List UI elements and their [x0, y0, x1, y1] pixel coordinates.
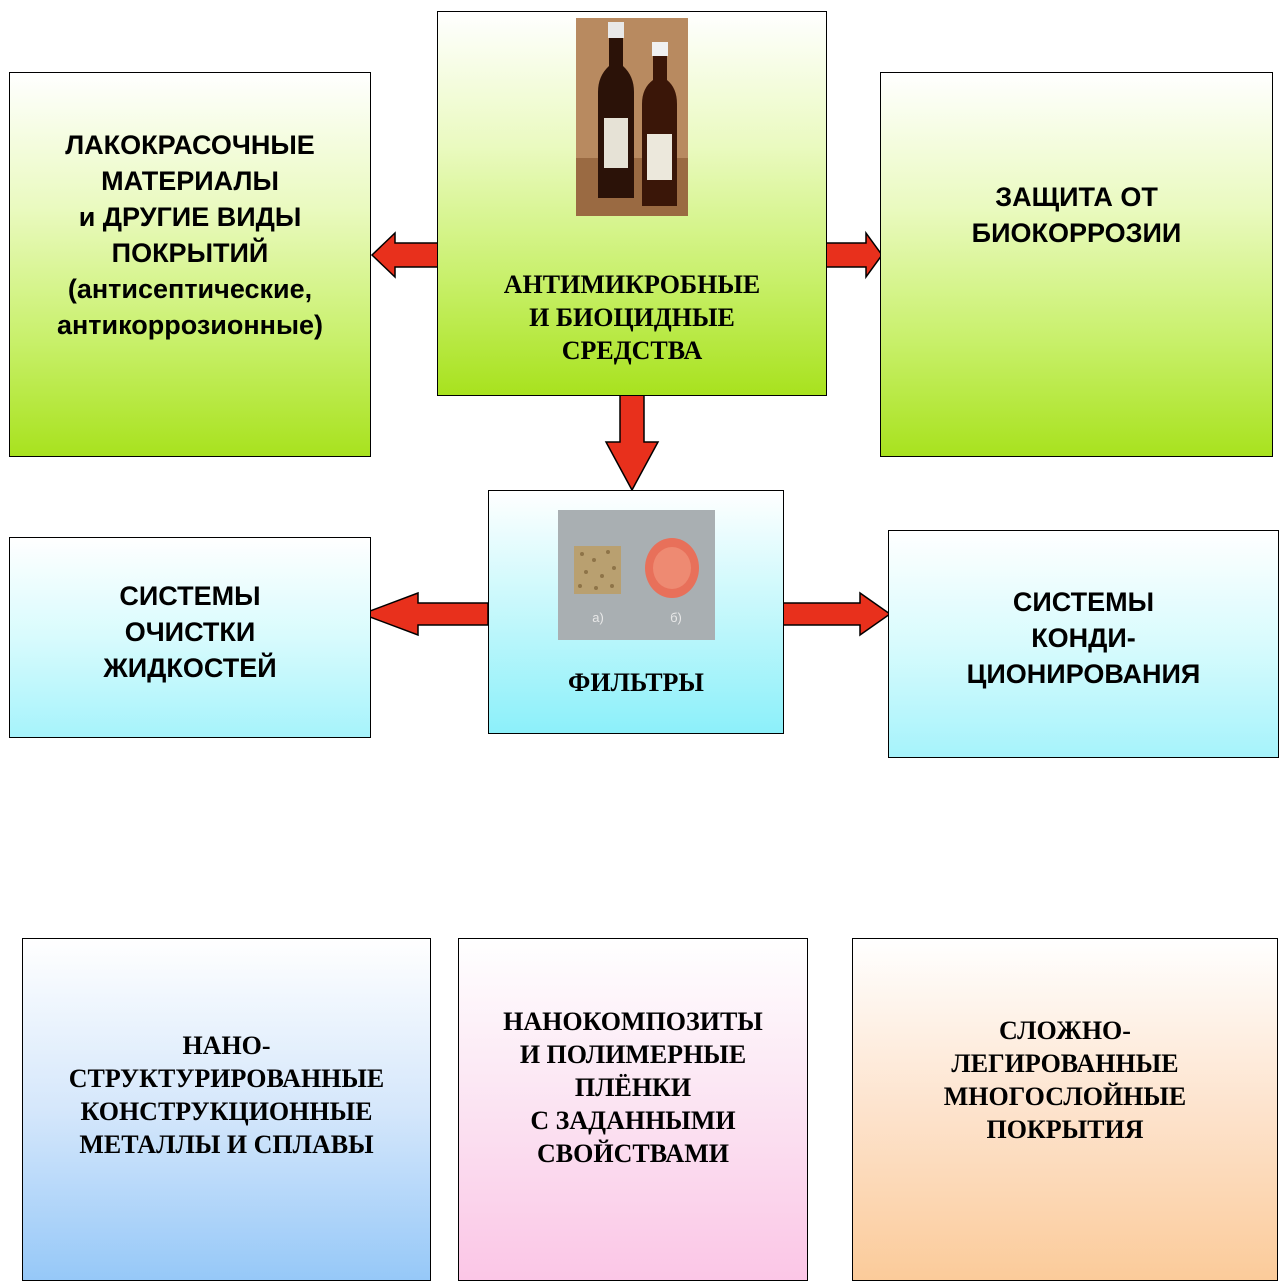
biocorrosion-line-2: БИОКОРРОЗИИ: [971, 217, 1182, 248]
conditioning-line-2: КОНДИ-: [1031, 623, 1136, 653]
filters-box: а) б) ФИЛЬТРЫ: [488, 490, 784, 734]
antimicrobial-label: АНТИМИКРОБНЫЕ И БИОЦИДНЫЕ СРЕДСТВА: [504, 268, 760, 367]
composites-line-4: С ЗАДАННЫМИ: [530, 1105, 736, 1135]
multilayer-line-4: ПОКРЫТИЯ: [986, 1114, 1144, 1144]
coatings-line-5: (антисептические,: [67, 273, 313, 304]
metals-line-2: СТРУКТУРИРОВАННЫЕ: [68, 1063, 385, 1093]
liquid-systems-box: СИСТЕМЫ ОЧИСТКИ ЖИДКОСТЕЙ: [9, 537, 371, 738]
nanocomposites-box: НАНОКОМПОЗИТЫ И ПОЛИМЕРНЫЕ ПЛЁНКИ С ЗАДА…: [458, 938, 808, 1281]
arrow-to-liquid-systems: [359, 591, 489, 637]
conditioning-box: СИСТЕМЫ КОНДИ- ЦИОНИРОВАНИЯ: [888, 530, 1279, 758]
antimicrobial-line-2: И БИОЦИДНЫЕ: [529, 303, 735, 332]
filter-label-a: а): [592, 610, 604, 625]
composites-line-3: ПЛЁНКИ: [574, 1072, 692, 1102]
biocorrosion-box: ЗАЩИТА ОТ БИОКОРРОЗИИ: [880, 72, 1273, 457]
conditioning-line-1: СИСТЕМЫ: [1012, 587, 1155, 617]
composites-line-5: СВОЙСТВАМИ: [537, 1138, 729, 1168]
filters-image: а) б): [557, 510, 715, 640]
liquid-line-2: ОЧИСТКИ: [124, 616, 256, 647]
metals-line-1: НАНО-: [182, 1030, 271, 1060]
arrow-to-filters: [604, 394, 660, 492]
antimicrobial-line-1: АНТИМИКРОБНЫЕ: [503, 270, 761, 299]
coatings-line-4: ПОКРЫТИЙ: [111, 237, 269, 268]
coatings-box: ЛАКОКРАСОЧНЫЕ МАТЕРИАЛЫ и ДРУГИЕ ВИДЫ ПО…: [9, 72, 371, 457]
multilayer-coatings-box: СЛОЖНО- ЛЕГИРОВАННЫЕ МНОГОСЛОЙНЫЕ ПОКРЫТ…: [852, 938, 1278, 1281]
metals-line-4: МЕТАЛЛЫ И СПЛАВЫ: [79, 1129, 374, 1159]
antimicrobial-line-3: СРЕДСТВА: [561, 336, 703, 365]
filters-photo: а) б): [557, 510, 715, 640]
liquid-line-3: ЖИДКОСТЕЙ: [103, 652, 277, 683]
bottles-photo: [576, 18, 688, 216]
liquid-line-1: СИСТЕМЫ: [119, 580, 261, 611]
coatings-line-1: ЛАКОКРАСОЧНЫЕ: [65, 129, 315, 160]
coatings-line-2: МАТЕРИАЛЫ: [101, 165, 279, 196]
arrow-to-coatings: [370, 231, 442, 279]
metals-line-3: КОНСТРУКЦИОННЫЕ: [80, 1096, 373, 1126]
multilayer-line-2: ЛЕГИРОВАННЫЕ: [951, 1048, 1179, 1078]
nanostructured-metals-box: НАНО- СТРУКТУРИРОВАННЫЕ КОНСТРУКЦИОННЫЕ …: [22, 938, 431, 1281]
arrow-to-conditioning: [782, 591, 892, 637]
multilayer-line-3: МНОГОСЛОЙНЫЕ: [943, 1081, 1187, 1111]
antimicrobial-box: АНТИМИКРОБНЫЕ И БИОЦИДНЫЕ СРЕДСТВА: [437, 11, 827, 396]
coatings-line-6: антикоррозионные): [56, 309, 324, 340]
filter-label-b: б): [670, 610, 682, 625]
arrow-to-biocorrosion: [825, 230, 883, 280]
composites-line-1: НАНОКОМПОЗИТЫ: [503, 1006, 763, 1036]
coatings-line-3: и ДРУГИЕ ВИДЫ: [78, 201, 302, 232]
bottles-image: [576, 18, 688, 216]
conditioning-line-3: ЦИОНИРОВАНИЯ: [966, 659, 1201, 689]
biocorrosion-line-1: ЗАЩИТА ОТ: [995, 181, 1158, 212]
filters-label: ФИЛЬТРЫ: [568, 668, 704, 697]
composites-line-2: И ПОЛИМЕРНЫЕ: [519, 1039, 747, 1069]
multilayer-line-1: СЛОЖНО-: [999, 1015, 1131, 1045]
